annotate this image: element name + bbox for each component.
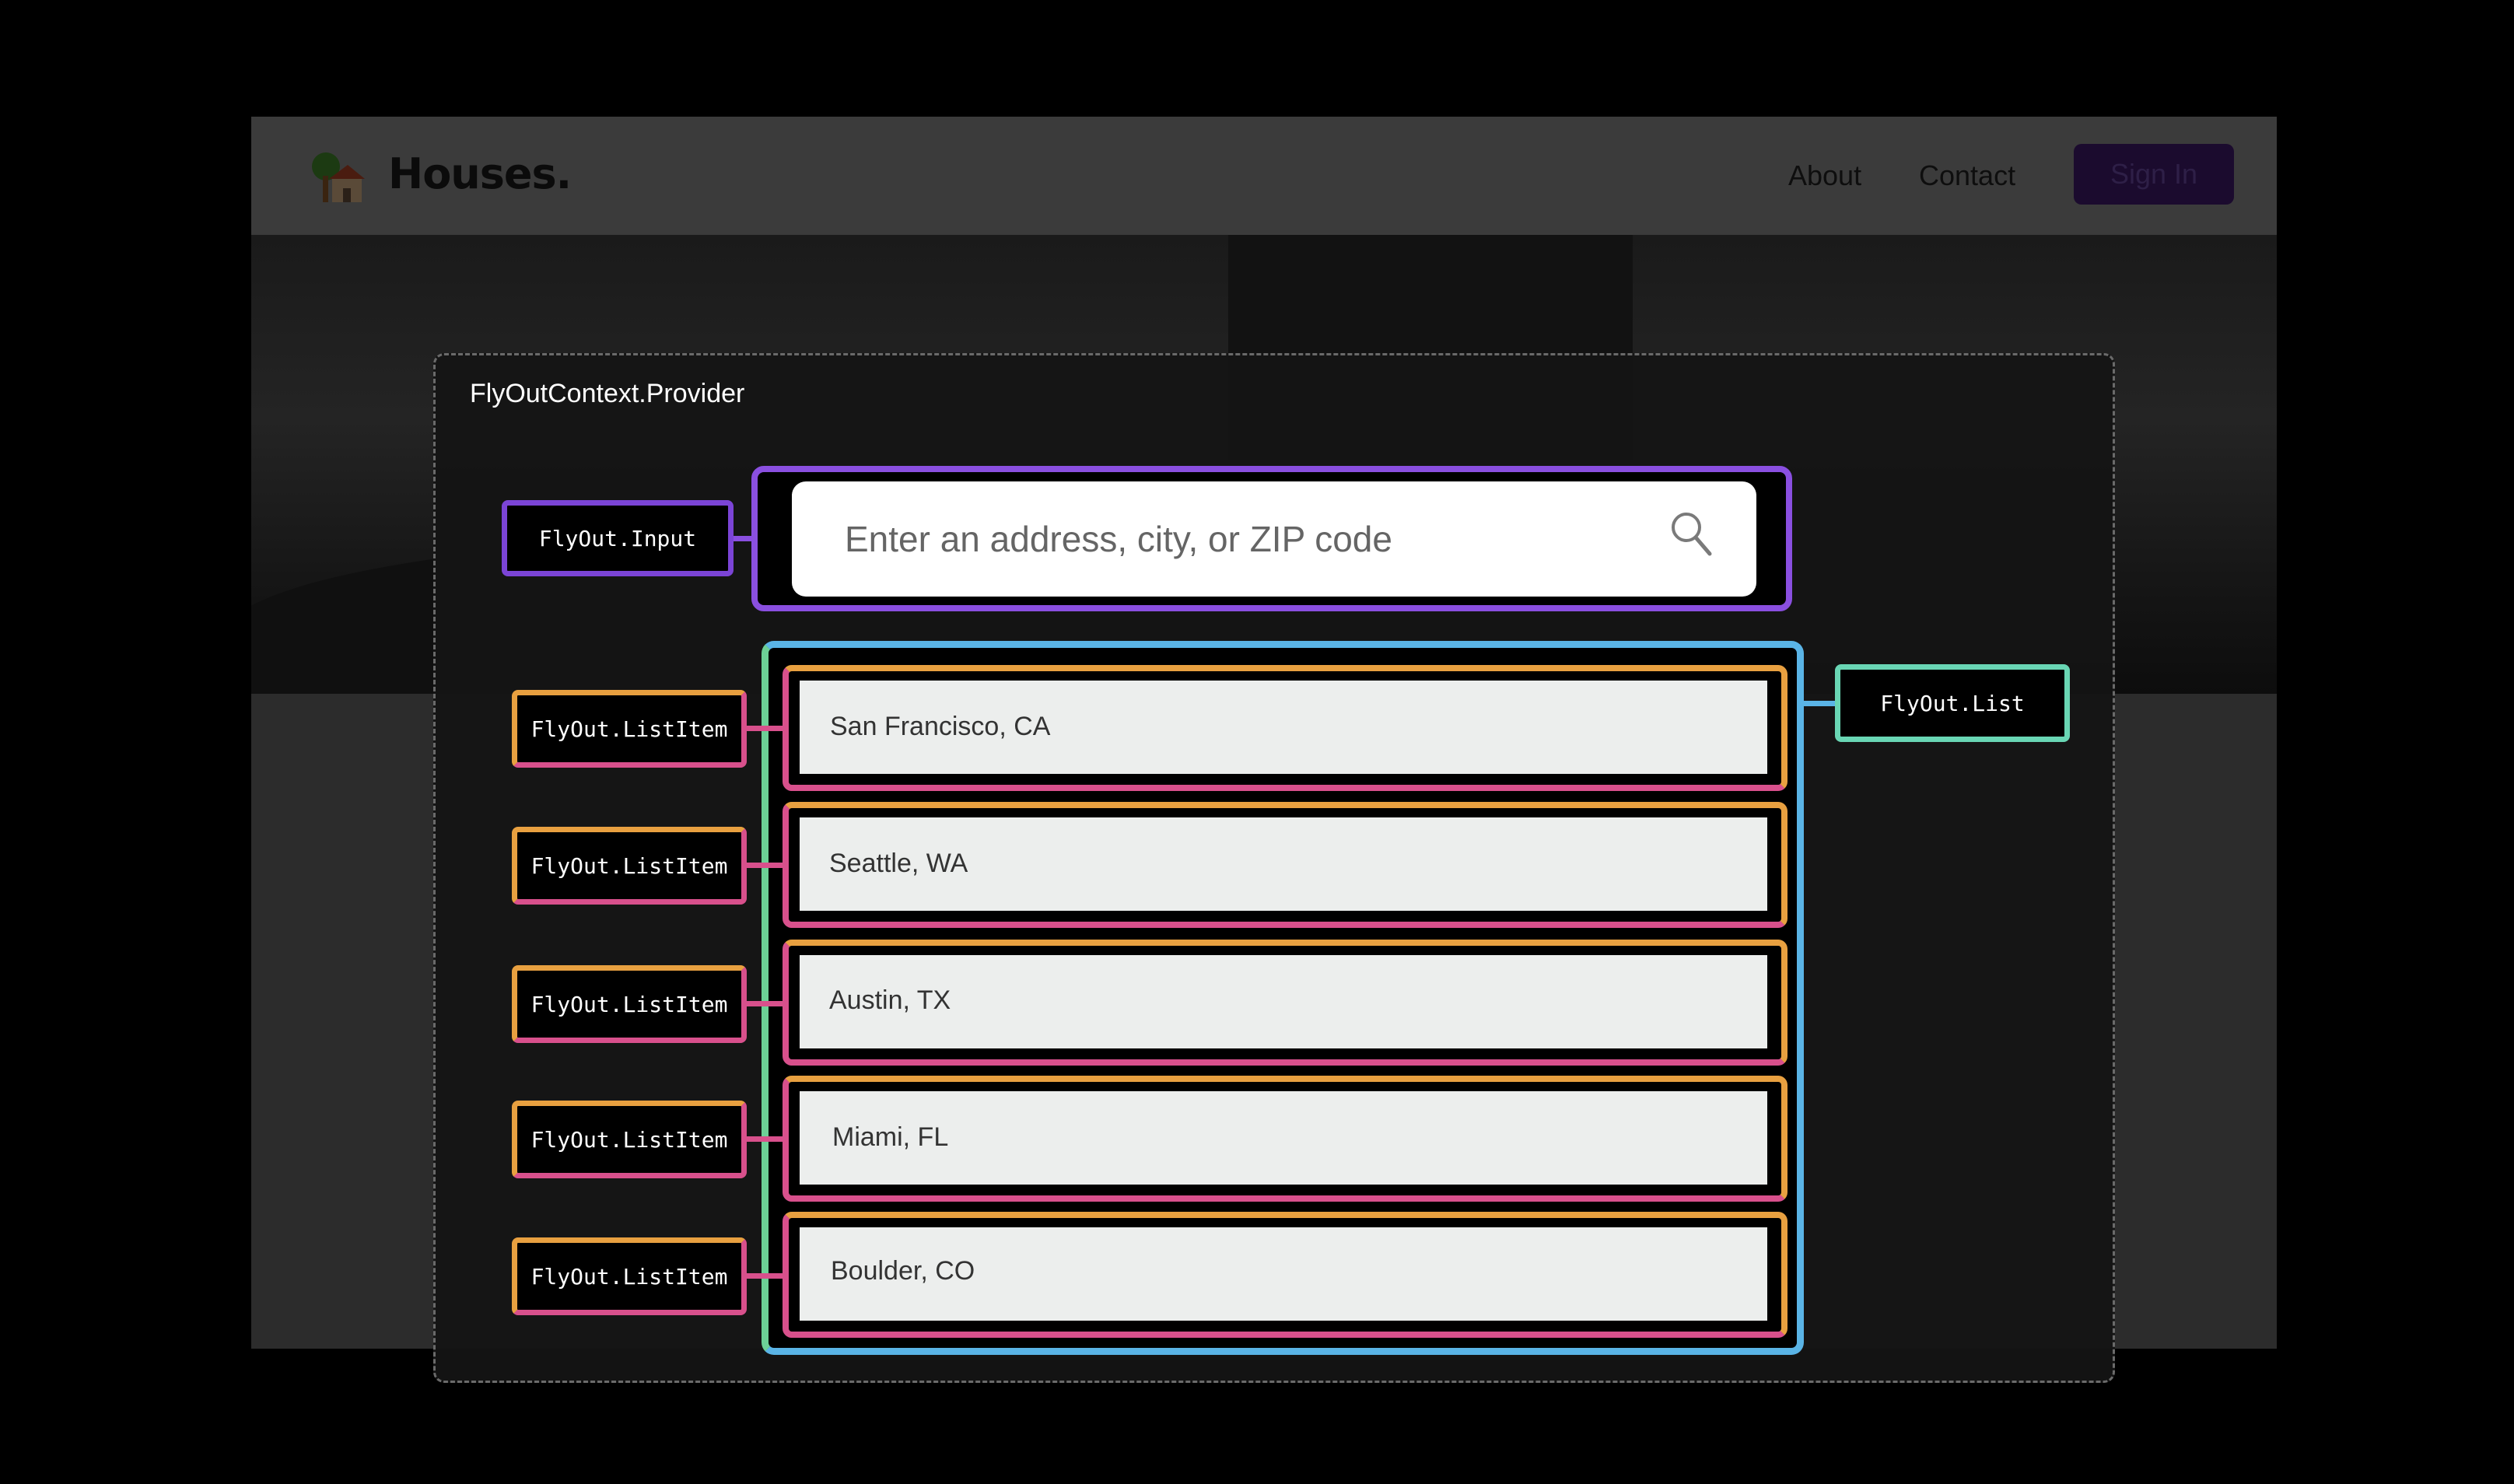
sign-in-button[interactable]: Sign In — [2074, 144, 2234, 205]
nav-contact-link[interactable]: Contact — [1919, 159, 2016, 191]
flyout-list-tag: FlyOut.List — [1835, 664, 2070, 742]
list-item-label: Boulder, CO — [831, 1256, 975, 1286]
list-item[interactable] — [800, 681, 1767, 774]
list-connector — [1804, 701, 1836, 706]
site-header: Houses. About Contact Sign In — [251, 117, 2277, 235]
flyout-input-tag: FlyOut.Input — [502, 500, 734, 576]
nav-about-link[interactable]: About — [1788, 159, 1862, 191]
search-placeholder: Enter an address, city, or ZIP code — [845, 519, 1392, 559]
search-input[interactable] — [792, 481, 1756, 597]
flyout-listitem-tag: FlyOut.ListItem — [512, 690, 747, 768]
brand-name[interactable]: Houses. — [388, 149, 572, 198]
input-connector — [734, 536, 752, 541]
list-item-label: Miami, FL — [832, 1122, 949, 1152]
list-item-label: Seattle, WA — [829, 849, 968, 878]
list-item[interactable] — [800, 1091, 1767, 1185]
search-icon[interactable] — [1669, 510, 1713, 560]
flyout-listitem-tag: FlyOut.ListItem — [512, 965, 747, 1043]
listitem-connector — [745, 863, 784, 868]
listitem-connector — [745, 1001, 784, 1006]
list-item[interactable] — [800, 817, 1767, 911]
house-tree-icon — [312, 152, 365, 202]
flyout-listitem-tag: FlyOut.ListItem — [512, 1101, 747, 1178]
list-item-label: Austin, TX — [829, 985, 951, 1015]
list-item[interactable] — [800, 955, 1767, 1048]
flyout-listitem-tag: FlyOut.ListItem — [512, 827, 747, 905]
listitem-connector — [745, 1136, 784, 1142]
list-item-label: San Francisco, CA — [830, 712, 1051, 741]
provider-label: FlyOutContext.Provider — [470, 379, 745, 408]
list-item[interactable] — [800, 1227, 1767, 1321]
listitem-connector — [745, 726, 784, 731]
flyout-listitem-tag: FlyOut.ListItem — [512, 1237, 747, 1315]
listitem-connector — [745, 1273, 784, 1279]
